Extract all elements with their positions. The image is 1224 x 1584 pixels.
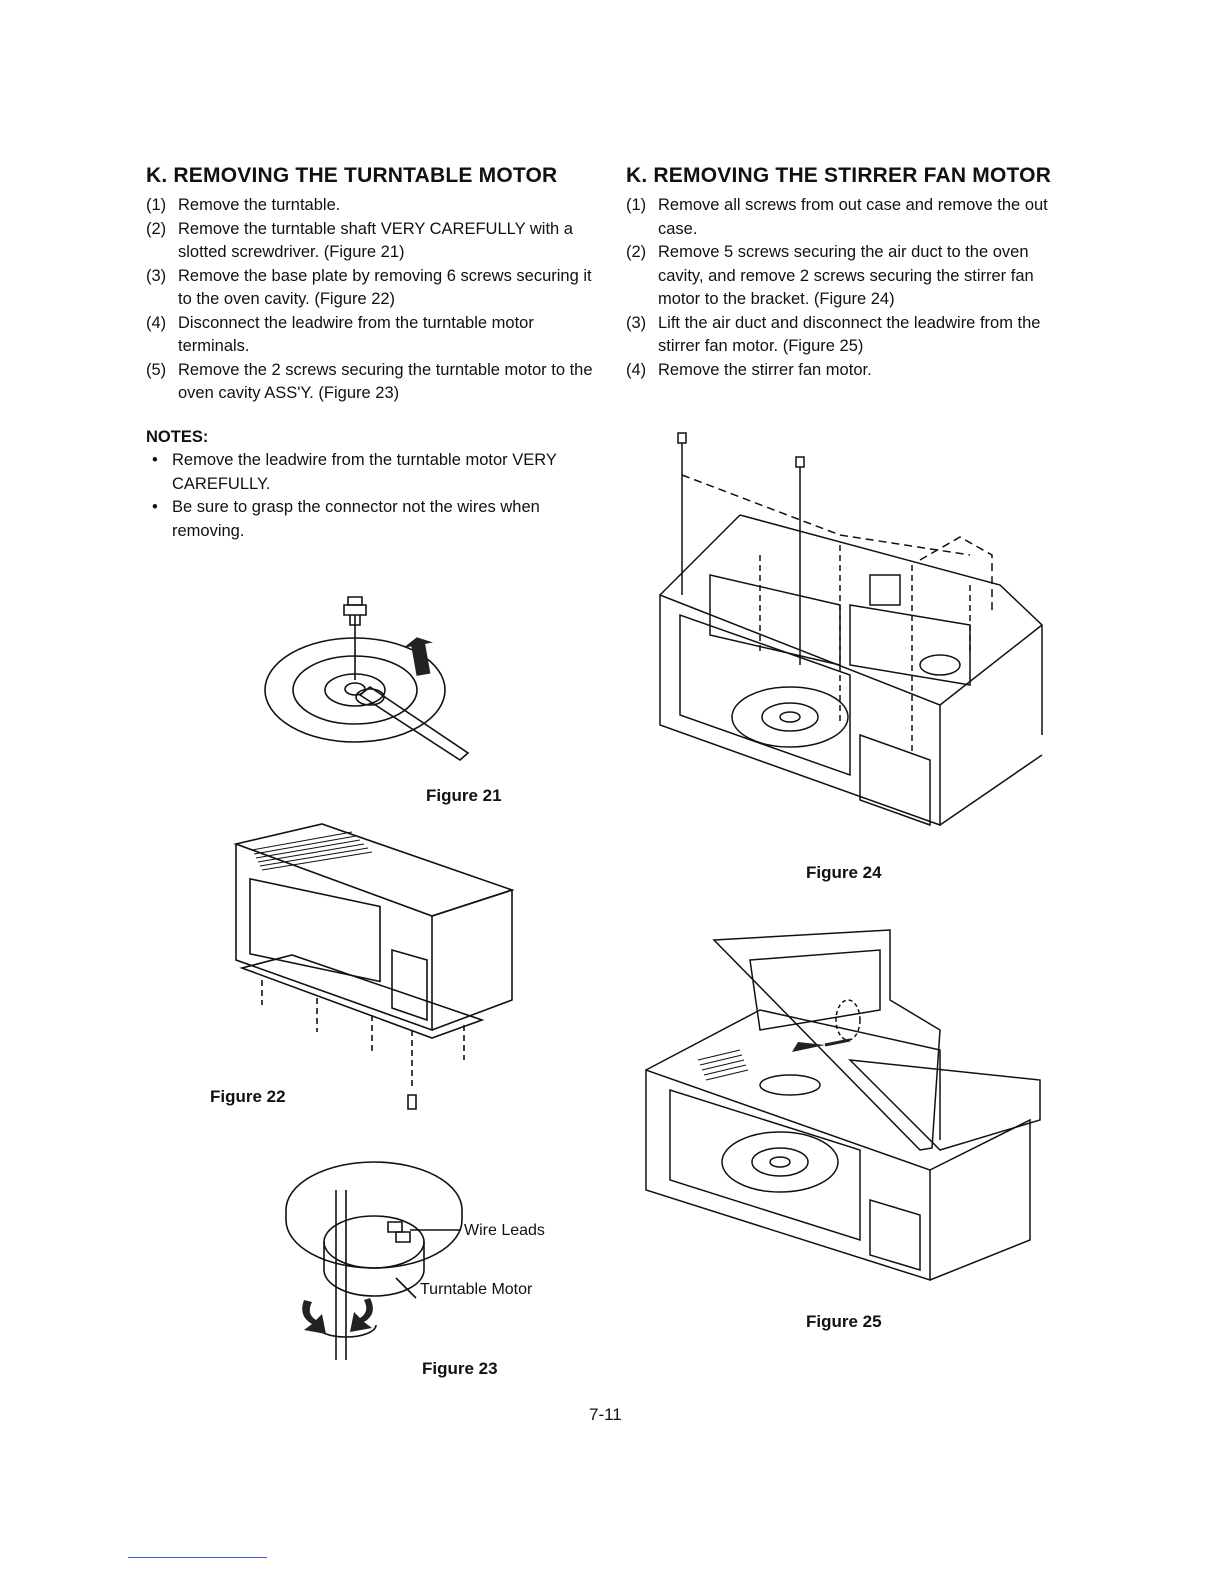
notes-title: NOTES: (146, 428, 209, 446)
step-item: (1) Remove the turntable. (146, 194, 596, 218)
footer-rule (128, 1557, 267, 1558)
page-number: 7-11 (589, 1405, 622, 1424)
step-text: Lift the air duct and disconnect the lea… (658, 313, 1041, 356)
step-text: Remove 5 screws securing the air duct to… (658, 243, 1034, 308)
figure-24-illustration (640, 425, 1050, 860)
step-item: (3) Lift the air duct and disconnect the … (626, 312, 1076, 359)
step-number: (3) (626, 313, 647, 332)
turntable-steps-list: (1) Remove the turntable. (2) Remove the t… (146, 194, 596, 406)
step-text: Remove the turntable. (178, 196, 341, 214)
step-text: Remove the stirrer fan motor. (658, 360, 872, 379)
microwave-baseplate-drawing (233, 823, 515, 1110)
note-item: • Be sure to grasp the connector not the … (146, 496, 596, 543)
air-duct-screws-drawing (659, 432, 1043, 827)
step-text: Disconnect the leadwire from the turntab… (178, 313, 534, 356)
step-number: (4) (626, 360, 647, 379)
step-item: (4) Disconnect the leadwire from the turn… (146, 312, 596, 359)
step-number: (4) (146, 313, 167, 332)
step-item: (2) Remove the turntable shaft VERY CAREF… (146, 218, 596, 265)
step-number: (1) (146, 196, 167, 214)
figure-25-illustration (640, 910, 1055, 1300)
step-number: (2) (146, 219, 167, 238)
figure-23-caption: Figure 23 (422, 1359, 498, 1378)
step-item: (5) Remove the 2 screws securing the turn… (146, 359, 596, 406)
turntable-shaft-drawing (264, 596, 470, 762)
stirrer-steps-list: (1) Remove all screws from out case and r… (626, 194, 1076, 382)
step-text: Remove the 2 screws securing the turntab… (178, 360, 593, 403)
turntable-motor-drawing (285, 1161, 463, 1360)
note-item: • Remove the leadwire from the turntable … (146, 449, 596, 496)
notes-list: • Remove the leadwire from the turntable … (146, 449, 596, 543)
step-text: Remove all screws from out case and remo… (658, 196, 1048, 238)
step-text: Remove the turntable shaft VERY CAREFULL… (178, 219, 573, 262)
figure-23-illustration (276, 1150, 476, 1365)
step-number: (5) (146, 360, 167, 379)
step-item: (3) Remove the base plate by removing 6 s… (146, 265, 596, 312)
turntable-motor-section: K. REMOVING THE TURNTABLE MOTOR (1) Remov… (146, 164, 596, 406)
step-item: (4) Remove the stirrer fan motor. (626, 359, 1076, 383)
step-number: (1) (626, 196, 647, 214)
wire-leads-label: Wire Leads (464, 1222, 545, 1239)
section-heading-stirrer-fan: K. REMOVING THE STIRRER FAN MOTOR (626, 164, 1052, 187)
figure-21-caption: Figure 21 (426, 786, 502, 805)
step-number: (2) (626, 243, 647, 261)
turntable-motor-label: Turntable Motor (420, 1281, 533, 1298)
bullet-icon: • (152, 451, 158, 469)
step-number: (3) (146, 266, 167, 285)
step-item: (1) Remove all screws from out case and r… (626, 194, 1076, 241)
note-text: Be sure to grasp the connector not the w… (172, 498, 540, 540)
bullet-icon: • (152, 498, 158, 516)
step-text: Remove the base plate by removing 6 scre… (178, 266, 592, 309)
section-heading-turntable-motor: K. REMOVING THE TURNTABLE MOTOR (146, 164, 558, 187)
figure-24-caption: Figure 24 (806, 863, 882, 882)
figure-22-illustration (232, 820, 522, 1120)
figure-22-caption: Figure 22 (210, 1087, 286, 1106)
notes-block: NOTES: • Remove the leadwire from the tur… (146, 428, 596, 543)
stirrer-fan-section: K. REMOVING THE STIRRER FAN MOTOR (1) Rem… (626, 164, 1076, 382)
figure-21-illustration (260, 585, 490, 775)
note-text: Remove the leadwire from the turntable m… (172, 451, 557, 493)
step-item: (2) Remove 5 screws securing the air duct… (626, 241, 1076, 312)
air-duct-lifted-drawing (645, 929, 1041, 1282)
figure-25-caption: Figure 25 (806, 1312, 882, 1331)
